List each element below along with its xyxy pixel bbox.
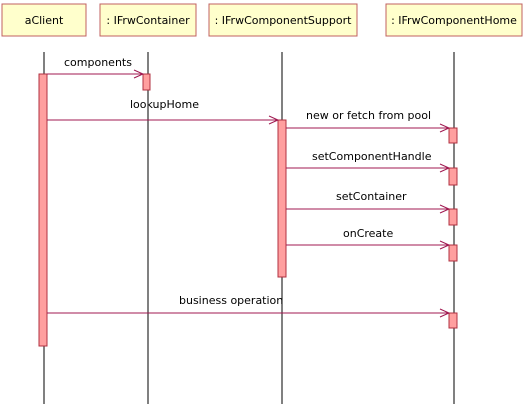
message-business-operation-arrowhead bbox=[439, 308, 451, 318]
activation-home-4 bbox=[448, 244, 458, 262]
lifeline-home: : IFrwComponentHome bbox=[385, 3, 523, 404]
message-lookuphome-arrowhead bbox=[268, 115, 280, 125]
lifeline-client-box[interactable] bbox=[1, 3, 87, 37]
lifeline-home-name: : IFrwComponentHome bbox=[391, 14, 517, 27]
message-new-or-fetch-label: new or fetch from pool bbox=[306, 109, 431, 122]
lifeline-support-name: : IFrwComponentSupport bbox=[215, 14, 353, 27]
message-new-or-fetch: new or fetch from pool bbox=[286, 109, 451, 133]
lifeline-home-box[interactable] bbox=[385, 3, 523, 37]
message-oncreate-label: onCreate bbox=[343, 227, 393, 240]
activation-home-2 bbox=[448, 167, 458, 186]
message-components: components bbox=[47, 56, 145, 79]
message-oncreate: onCreate bbox=[286, 227, 451, 250]
activation-support bbox=[277, 119, 287, 278]
message-lookuphome-label: lookupHome bbox=[130, 98, 199, 111]
message-components-arrowhead bbox=[133, 69, 145, 79]
message-setcomponenthandle-label: setComponentHandle bbox=[312, 150, 432, 163]
message-lookuphome: lookupHome bbox=[47, 98, 280, 125]
message-setcomponenthandle-arrowhead bbox=[439, 163, 451, 173]
activation-home-5 bbox=[448, 312, 458, 329]
message-setcontainer-label: setContainer bbox=[336, 190, 407, 203]
lifeline-client-name: aClient bbox=[25, 14, 64, 27]
message-setcomponenthandle: setComponentHandle bbox=[286, 150, 451, 173]
activation-container bbox=[142, 73, 151, 91]
activation-client bbox=[38, 73, 48, 347]
message-business-operation: business operation bbox=[47, 294, 451, 318]
lifeline-support: : IFrwComponentSupport bbox=[208, 3, 358, 404]
lifeline-container-box[interactable] bbox=[99, 3, 197, 37]
message-oncreate-arrowhead bbox=[439, 240, 451, 250]
message-setcontainer-arrowhead bbox=[439, 204, 451, 214]
activation-home-1 bbox=[448, 127, 458, 144]
activation-home-3 bbox=[448, 208, 458, 226]
message-setcontainer: setContainer bbox=[286, 190, 451, 214]
lifeline-support-box[interactable] bbox=[208, 3, 358, 37]
message-business-operation-label: business operation bbox=[179, 294, 283, 307]
lifeline-container: : IFrwContainer bbox=[99, 3, 197, 404]
message-new-or-fetch-arrowhead bbox=[439, 123, 451, 133]
lifeline-container-name: : IFrwContainer bbox=[106, 14, 190, 27]
message-components-label: components bbox=[64, 56, 132, 69]
